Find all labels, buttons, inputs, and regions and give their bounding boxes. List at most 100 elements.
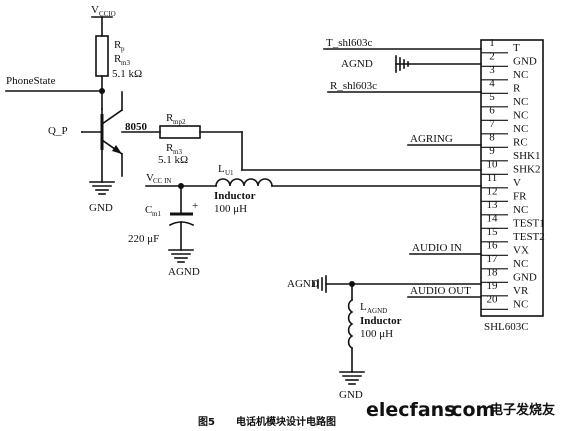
chip-pin-number: 3	[489, 64, 495, 76]
agnd-symbol-1: AGND	[341, 55, 482, 73]
chip-pin-number: 6	[489, 104, 495, 116]
net-r-shl: R_shl603c	[327, 80, 482, 93]
rmp2-name: R	[166, 112, 174, 124]
rp-value: 5.1 kΩ	[112, 68, 142, 80]
phonestate-label: PhoneState	[6, 75, 56, 87]
q-label: Q_P	[48, 125, 68, 137]
rmp2-value: 5.1 kΩ	[158, 154, 188, 166]
cap-plus: +	[192, 200, 198, 212]
rmp2-sub2: m3	[173, 148, 182, 156]
agnd-label-2: AGND	[287, 278, 319, 290]
chip-pin-name: T	[513, 42, 520, 54]
chip-pin-number: 16	[487, 239, 499, 251]
l2-sub: AGND	[367, 307, 387, 315]
rmp2-name-2: R	[166, 142, 174, 154]
chip-pin-number: 15	[487, 226, 499, 238]
chip-pin: 19 VR	[481, 280, 529, 297]
watermark: elecfans ·com 电子发烧友	[366, 399, 555, 421]
chip-pin-number: 8	[489, 131, 495, 143]
chip-pin-name: VX	[513, 244, 529, 256]
chip-pin-number: 11	[487, 172, 498, 184]
net-label-audio-out: AUDIO OUT	[410, 285, 471, 297]
net-label-t: T_shl603c	[326, 37, 373, 49]
chip-pin-number: 17	[487, 253, 499, 265]
chip-pin-name: TEST2	[513, 231, 545, 243]
transistor-8050: Q_P 8050	[48, 91, 148, 177]
l2-value: 100 μH	[360, 328, 393, 340]
resistor-rp: R p R m3 5.1 kΩ	[95, 35, 142, 80]
watermark-dotcom: ·com	[444, 399, 495, 421]
chip-pin-name: NC	[513, 298, 528, 310]
supply-node: V CCIO	[91, 4, 116, 37]
chip-pin-number: 20	[487, 293, 499, 305]
phonestate-net: PhoneState	[5, 75, 105, 94]
chip-pin: 18 GND	[481, 266, 537, 283]
l1-name: L	[218, 163, 225, 175]
l1-type: Inductor	[214, 190, 256, 202]
chip-pin-name: SHK2	[513, 163, 541, 175]
gnd-symbol-1: GND	[89, 149, 115, 214]
chip-pin: 20 NC	[481, 293, 528, 310]
vcc-label: V	[146, 172, 154, 184]
chip-pin: 6 NC	[481, 104, 528, 121]
figure-number: 图5	[198, 416, 215, 428]
l1-sub: U1	[225, 169, 234, 177]
supply-label: V	[91, 4, 99, 16]
chip-pin-name: NC	[513, 123, 528, 135]
net-label-r: R_shl603c	[330, 80, 377, 92]
net-audio-out: AUDIO OUT	[407, 285, 482, 298]
figure-caption: 图5 电话机模块设计电路图	[198, 415, 336, 428]
agnd-symbol-3: AGND	[168, 249, 200, 278]
chip-pin-number: 5	[489, 91, 495, 103]
chip-pin-number: 19	[487, 280, 499, 292]
agnd-label-1: AGND	[341, 58, 373, 70]
chip-pin-name: NC	[513, 96, 528, 108]
net-agring: AGRING	[407, 133, 482, 146]
vcc-subscript: CC IN	[153, 177, 171, 185]
capacitor-cm1: + C m1 220 μF	[128, 185, 198, 251]
chip-pin-number: 18	[487, 266, 499, 278]
chip-pin: 3 NC	[481, 64, 528, 81]
c1-sub: m1	[152, 210, 161, 218]
chip-pin-name: NC	[513, 69, 528, 81]
chip-pin-name: SHK1	[513, 150, 541, 162]
rp-name: R	[114, 39, 122, 51]
chip-pin: 16 VX	[481, 239, 529, 256]
chip-pin: 15 TEST2	[481, 226, 545, 243]
l2-name: L	[360, 301, 367, 313]
watermark-text: elecfans	[366, 399, 455, 421]
chip-pin-number: 1	[489, 37, 495, 49]
net-label-audio-in: AUDIO IN	[412, 242, 462, 254]
rp-sub2: m3	[121, 59, 130, 67]
chip-pin-number: 12	[487, 185, 498, 197]
chip-pin-number: 13	[487, 199, 499, 211]
l2-type: Inductor	[360, 315, 402, 327]
chip-pin-name: GND	[513, 271, 537, 283]
supply-subscript: CCIO	[99, 10, 116, 18]
chip-pin-name: R	[513, 82, 521, 94]
chip-pin-number: 14	[487, 212, 499, 224]
watermark-chinese: 电子发烧友	[490, 402, 555, 418]
chip-pin-name: VR	[513, 285, 529, 297]
rp-sub1: p	[121, 45, 125, 53]
c1-value: 220 μF	[128, 233, 159, 245]
rmp2-sub1: mp2	[173, 118, 186, 126]
gnd-symbol-2: GND	[339, 371, 365, 401]
chip-pin-name: NC	[513, 109, 528, 121]
inductor-l1: L U1 Inductor 100 μH	[214, 163, 482, 215]
chip-pin: 5 NC	[481, 91, 528, 108]
net-audio-in: AUDIO IN	[409, 242, 482, 255]
